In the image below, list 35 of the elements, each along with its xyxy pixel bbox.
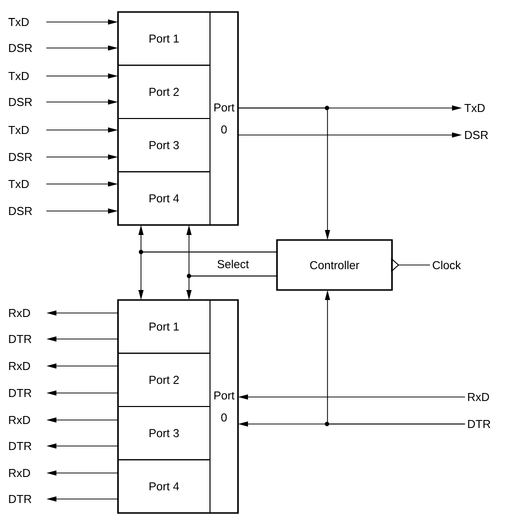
- signal-label: RxD: [9, 362, 30, 370]
- signal-label: TxD: [8, 126, 29, 134]
- signal-label: DSR: [9, 98, 32, 106]
- signal-label: RxD: [9, 309, 30, 317]
- signal-label: DTR: [9, 442, 32, 450]
- port-cell: Port 3: [118, 118, 210, 172]
- signal-label: DSR: [9, 44, 32, 52]
- port-cell: Port 1: [118, 300, 210, 354]
- signal-label: DTR: [468, 420, 490, 428]
- signal-label: TxD: [464, 104, 485, 112]
- port-cell: Port 3: [118, 406, 210, 460]
- port-cell: Port 2: [118, 64, 210, 119]
- signal-label: DTR: [9, 495, 32, 503]
- port-cell: Port 1: [118, 12, 210, 66]
- signal-label: DTR: [9, 389, 32, 397]
- signal-label: RxD: [9, 416, 30, 424]
- signal-label: TxD: [8, 18, 29, 26]
- port-column: Port 0: [210, 300, 238, 514]
- port-cell: Port 4: [118, 459, 210, 514]
- controller-box: Controller: [276, 239, 393, 291]
- signal-label: DSR: [9, 152, 32, 162]
- multiplexer-box: [117, 11, 239, 226]
- signal-label: TxD: [8, 180, 29, 188]
- signal-label: Clock: [432, 260, 461, 270]
- signal-label: RxD: [9, 469, 30, 477]
- port-cell: Port 4: [118, 171, 210, 226]
- signal-label: RxD: [468, 393, 489, 401]
- multiplexer-box: [117, 299, 239, 514]
- bus-label: Select: [218, 260, 249, 268]
- signal-label: DSR: [9, 206, 32, 216]
- signal-label: DSR: [465, 130, 488, 140]
- signal-label: TxD: [8, 72, 29, 80]
- port-cell: Port 2: [118, 352, 210, 407]
- signal-label: DTR: [9, 335, 32, 343]
- port-column: Port 0: [210, 12, 238, 226]
